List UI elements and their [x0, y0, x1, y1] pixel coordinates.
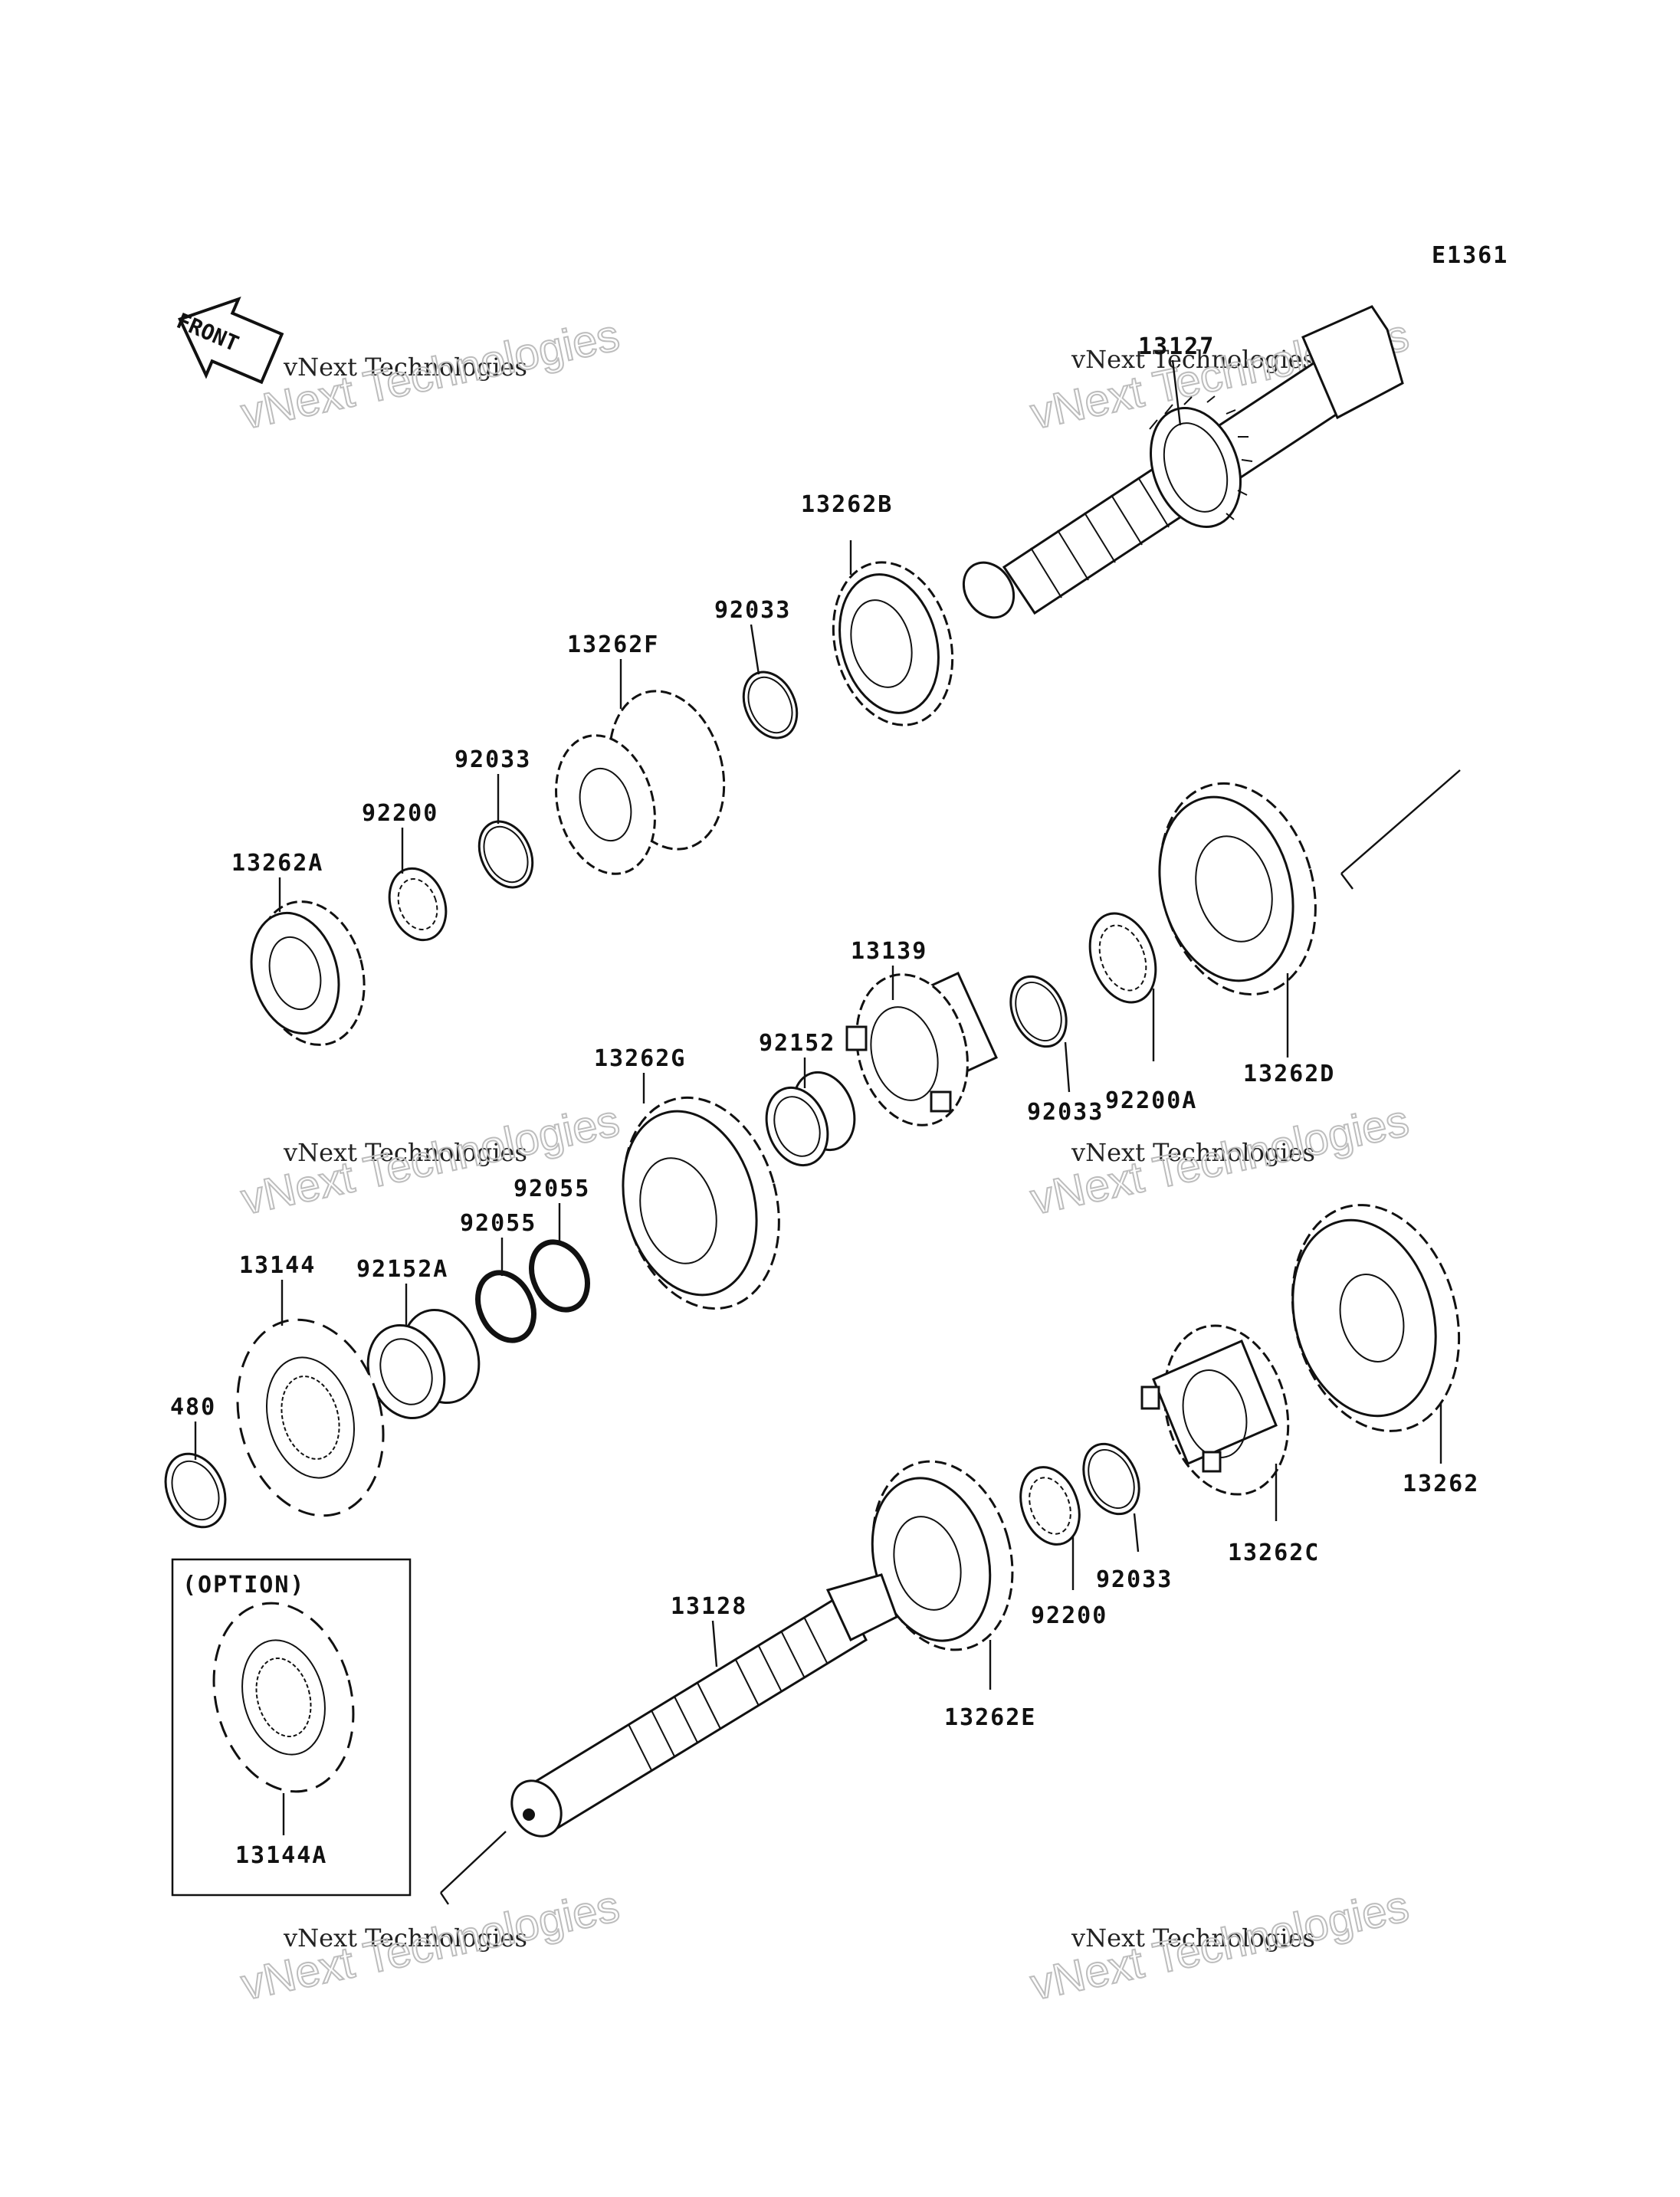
diagram-code: E1361: [1432, 242, 1508, 269]
part-label-13262A: 13262A: [231, 850, 323, 877]
watermark-text: vNext Technologies: [1071, 345, 1315, 374]
watermark-text: vNext Technologies: [283, 1923, 527, 1953]
part-label-92200: 92200: [362, 800, 438, 827]
sprocket-13144: [236, 1318, 385, 1517]
axis-line-upper: [1340, 769, 1461, 874]
collar-92152A: [366, 1308, 481, 1420]
gear-13262E: [871, 1460, 1014, 1651]
watermark-text: vNext Technologies: [1071, 1138, 1315, 1167]
sprocket-13144A: [212, 1602, 355, 1793]
washer-92200-b: [1019, 1466, 1081, 1546]
part-label-13262: 13262: [1403, 1471, 1479, 1497]
part-label-13144: 13144: [239, 1252, 316, 1279]
part-label-92055: 92055: [514, 1176, 590, 1202]
part-label-92033: 92033: [714, 597, 791, 624]
option-box: (OPTION): [171, 1558, 412, 1897]
part-label-13262B: 13262B: [801, 491, 893, 518]
bushing-92152: [765, 1071, 856, 1167]
gear-13262F: [555, 690, 726, 875]
circlip-480: [164, 1452, 227, 1529]
axis-line-lower: [440, 1831, 507, 1894]
part-label-13262G: 13262G: [594, 1045, 686, 1072]
part-label-13262C: 13262C: [1228, 1540, 1320, 1566]
watermark-bottom-left: vNext Technologies vNext Technologies: [236, 1881, 624, 2011]
gear-13262: [1291, 1204, 1461, 1432]
part-label-13262D: 13262D: [1243, 1061, 1335, 1087]
axis-line-lower-tick: [440, 1892, 449, 1905]
watermark-top-left: vNext Technologies vNext Technologies: [236, 310, 624, 440]
leader-lines: [194, 359, 1442, 1835]
gear-13262C: [1140, 1324, 1290, 1496]
shaft-13127: [962, 305, 1404, 619]
option-box-label: (OPTION): [182, 1572, 306, 1599]
front-arrow-icon: FRONT: [173, 296, 284, 385]
part-label-13127: 13127: [1138, 333, 1215, 360]
gear-13262B: [832, 561, 954, 726]
axis-line-upper-tick: [1340, 873, 1354, 890]
watermark-bottom-right: vNext Technologies vNext Technologies: [1025, 1881, 1413, 2011]
part-label-13262E: 13262E: [944, 1704, 1036, 1731]
part-label-92200A: 92200A: [1105, 1087, 1197, 1114]
part-labels: 13127 13262B 92033 13262F 92033 92200 13…: [170, 333, 1479, 1869]
part-label-92055: 92055: [460, 1210, 536, 1237]
shaft-13128: [510, 1573, 898, 1838]
part-label-480: 480: [170, 1394, 216, 1421]
part-label-13144A: 13144A: [235, 1842, 327, 1869]
part-label-92200: 92200: [1031, 1602, 1107, 1629]
part-label-92152: 92152: [759, 1030, 835, 1057]
part-label-92033: 92033: [1027, 1099, 1104, 1126]
circlip-92033-d: [1082, 1442, 1140, 1516]
washer-92200-a: [388, 867, 448, 942]
circlip-92033-b: [477, 820, 534, 889]
washer-92200A: [1088, 912, 1157, 1004]
o-ring-92055-a: [475, 1270, 536, 1343]
circlip-92033-c: [1009, 975, 1068, 1048]
watermark-text: vNext Technologies: [283, 1138, 527, 1167]
part-label-92033: 92033: [1096, 1566, 1173, 1593]
watermark-text: vNext Technologies: [1071, 1923, 1315, 1953]
gear-13262D: [1158, 782, 1317, 996]
part-label-92033: 92033: [454, 746, 531, 773]
o-ring-92055-b: [529, 1239, 590, 1313]
part-label-92152A: 92152A: [356, 1256, 448, 1283]
part-label-13139: 13139: [851, 938, 927, 965]
watermark-text: vNext Technologies: [283, 353, 527, 382]
part-label-13128: 13128: [671, 1593, 747, 1620]
gear-13262A: [250, 900, 366, 1046]
watermark-mid-left: vNext Technologies vNext Technologies: [236, 1095, 624, 1225]
part-label-13262F: 13262F: [567, 631, 659, 658]
gear-13262G: [622, 1096, 780, 1310]
gear-13139: [845, 972, 998, 1126]
circlip-92033-a: [742, 671, 799, 739]
